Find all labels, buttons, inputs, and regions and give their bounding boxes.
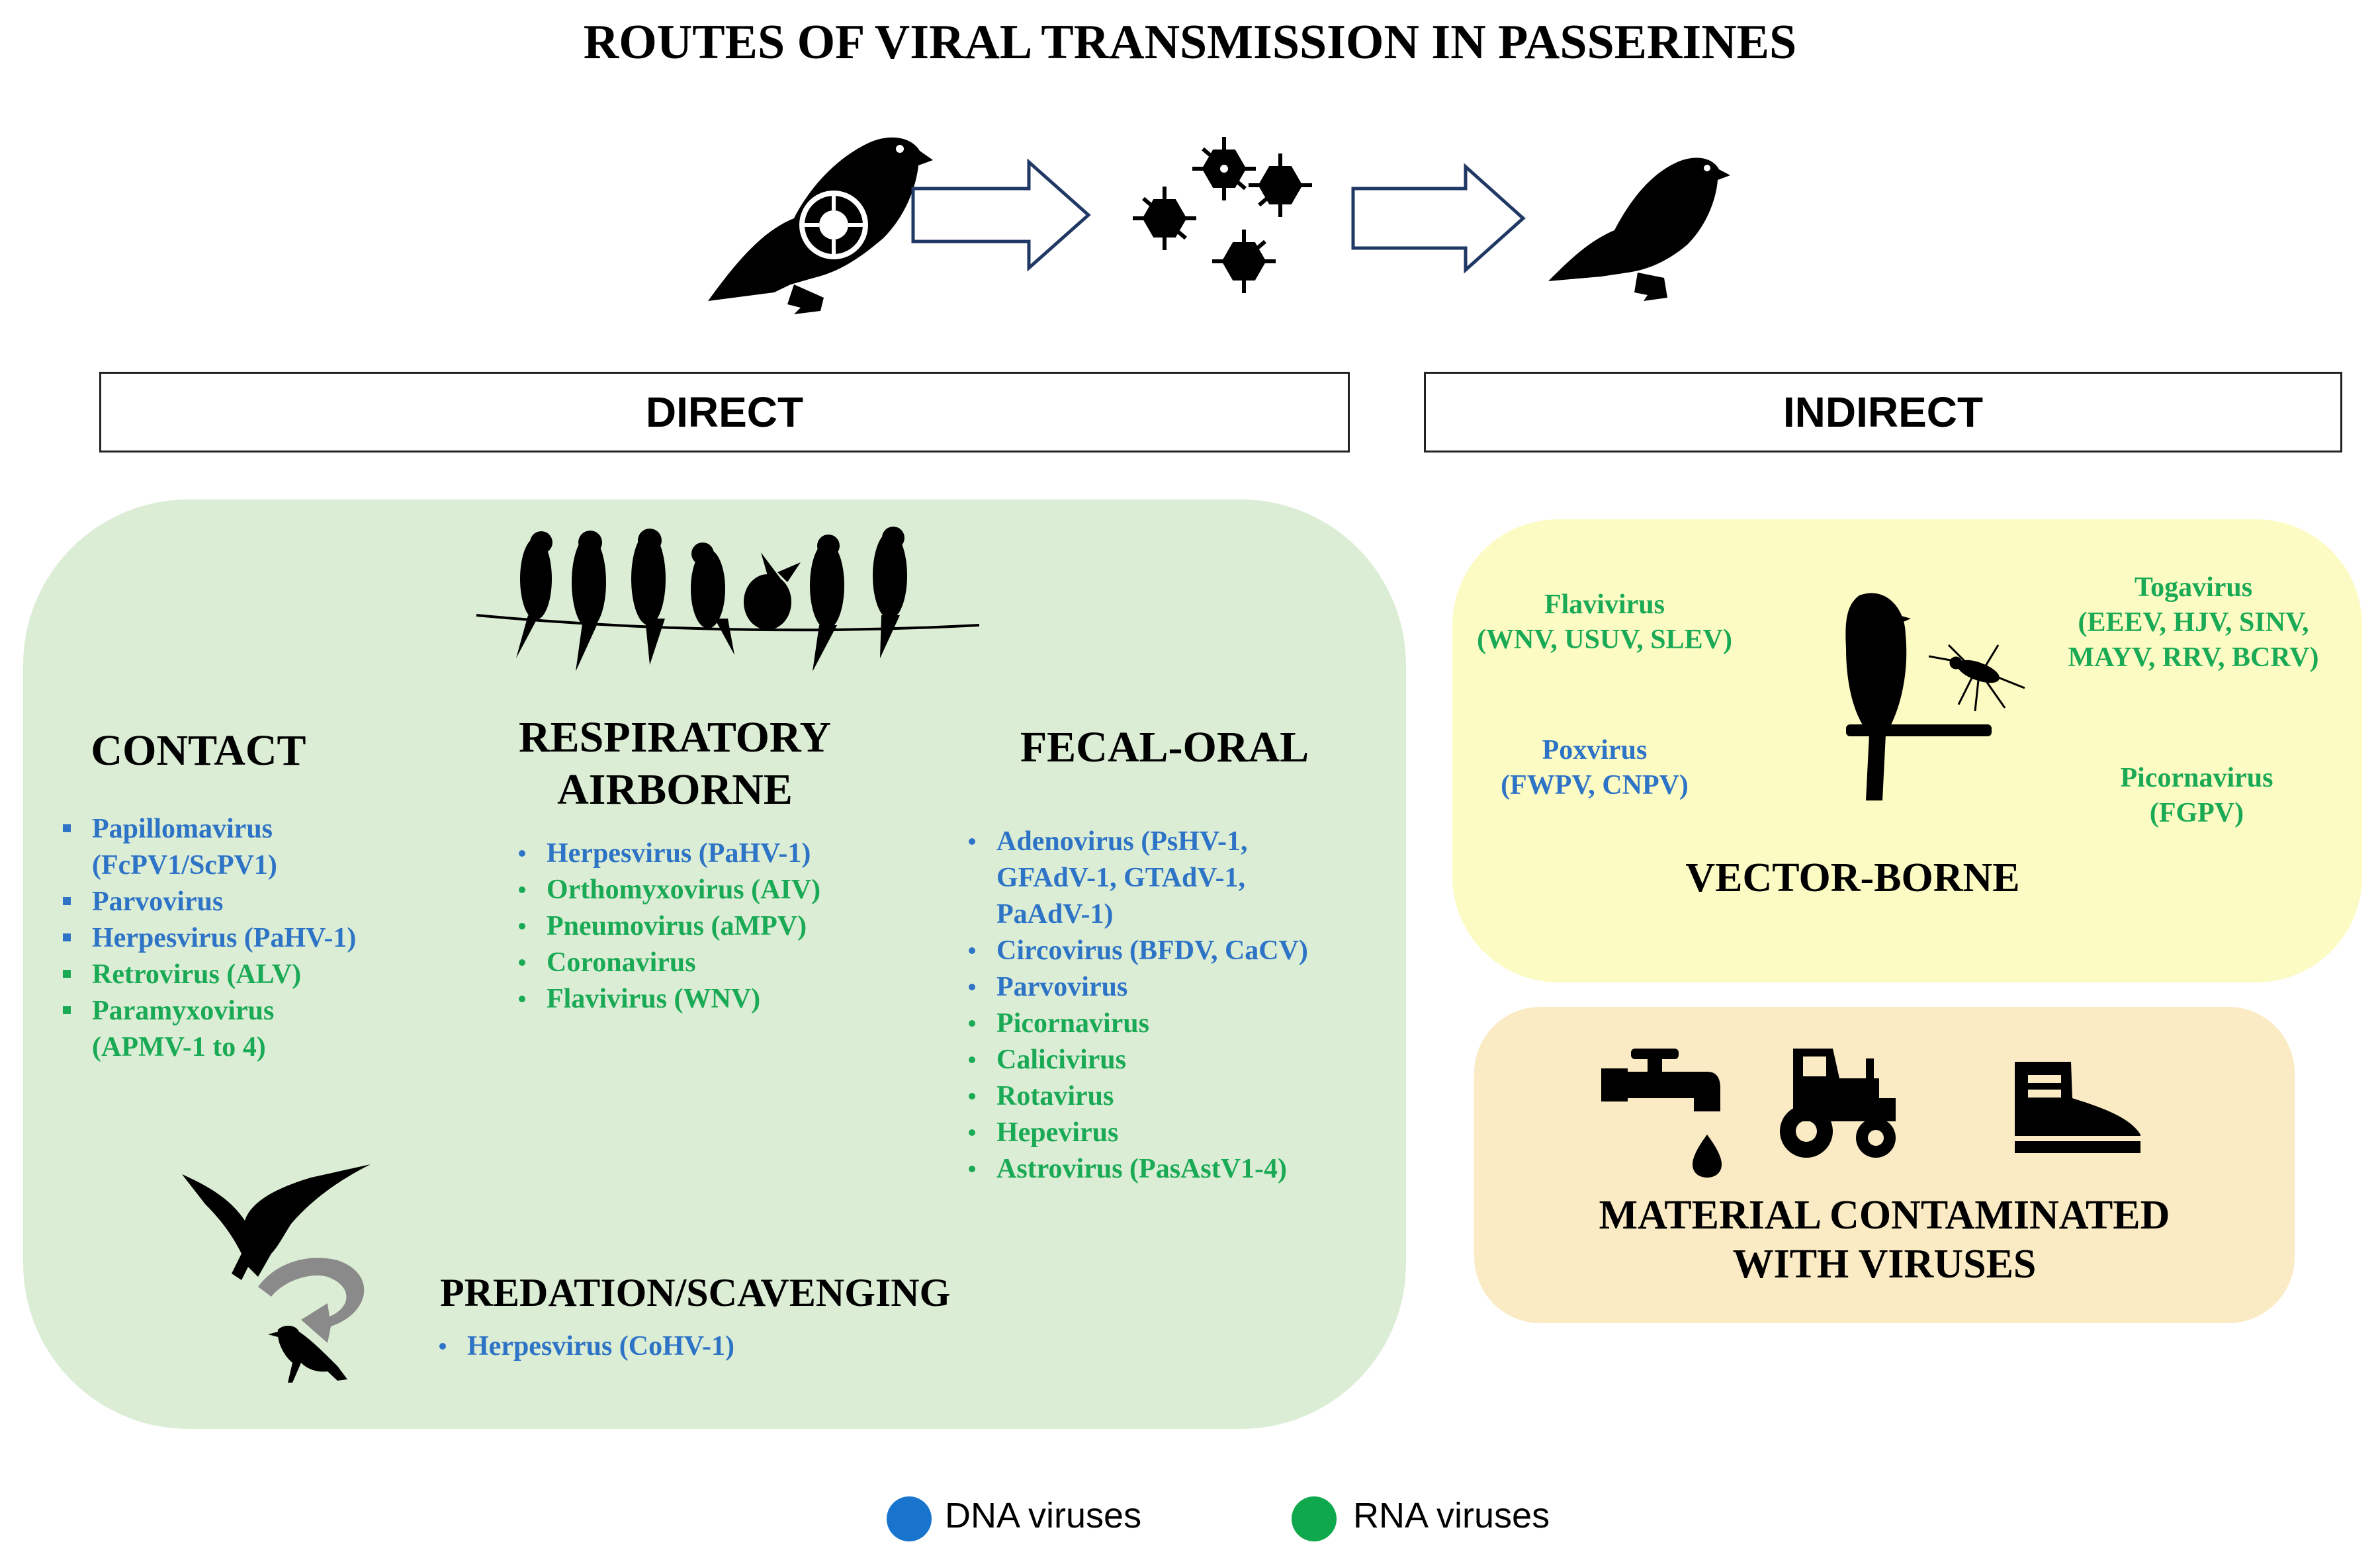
fecal-oral-list: Adenovirus (PsHV-1,GFAdV-1, GTAdV-1,PaAd…: [961, 824, 1397, 1187]
predation-title: PREDATION/SCAVENGING: [440, 1271, 951, 1315]
list-item: Adenovirus (PsHV-1,GFAdV-1, GTAdV-1,PaAd…: [961, 824, 1397, 933]
direct-panel: [23, 499, 1406, 1429]
infected-bird-icon: [708, 137, 933, 314]
direct-header: DIRECT: [99, 372, 1350, 453]
flavivirus-label: Flavivirus (WNV, USUV, SLEV): [1477, 589, 1732, 655]
birds-on-wire-icon: [476, 527, 979, 671]
bird-mosquito-illustration: [1845, 593, 2025, 800]
list-item: Paramyxovirus(APMV-1 to 4): [56, 993, 466, 1066]
list-item: Herpesvirus (PaHV-1): [56, 920, 466, 957]
list-item: Parvovirus: [961, 969, 1397, 1006]
dna-legend-label: DNA viruses: [945, 1496, 1142, 1535]
predation-list: Herpesvirus (CoHV-1): [431, 1328, 842, 1365]
page-title: ROUTES OF VIRAL TRANSMISSION IN PASSERIN…: [583, 15, 1797, 69]
contact-title: CONTACT: [91, 726, 306, 775]
indirect-header: INDIRECT: [1424, 372, 2342, 453]
tractor-icon: [1780, 1049, 1896, 1158]
list-item: Herpesvirus (PaHV-1): [511, 836, 921, 872]
contact-list: Papillomavirus(FcPV1/ScPV1) Parvovirus H…: [56, 811, 466, 1066]
boot-icon: [2015, 1062, 2140, 1153]
transmission-illustration: [708, 137, 1730, 314]
list-item: Papillomavirus(FcPV1/ScPV1): [56, 811, 466, 884]
list-item: Herpesvirus (CoHV-1): [431, 1328, 842, 1365]
rna-legend-swatch: [1292, 1496, 1337, 1541]
contaminated-material-icons: [1601, 1049, 2140, 1178]
arrow-icon: [911, 158, 1091, 272]
poxvirus-label: Poxvirus (FWPV, CNPV): [1501, 735, 1689, 800]
list-item: Calicivirus: [961, 1042, 1397, 1078]
material-title: MATERIAL CONTAMINATED WITH VIRUSES: [1599, 1193, 2170, 1287]
respiratory-list: Herpesvirus (PaHV-1) Orthomyxovirus (AIV…: [511, 836, 921, 1017]
list-item: Hepevirus: [961, 1115, 1397, 1151]
fecal-oral-title: FECAL-ORAL: [1020, 723, 1309, 771]
list-item: Parvovirus: [56, 884, 466, 920]
arrow-icon: [1351, 163, 1526, 274]
list-item: Astrovirus (PasAstV1-4): [961, 1151, 1397, 1187]
list-item: Flavivirus (WNV): [511, 981, 921, 1017]
predator-bird-icon: [182, 1164, 371, 1280]
dna-legend-swatch: [887, 1496, 932, 1541]
predation-illustration: [182, 1164, 371, 1383]
faucet-icon: [1601, 1049, 1722, 1178]
perched-bird-icon: [1845, 593, 1992, 800]
togavirus-label: Togavirus (EEEV, HJV, SINV, MAYV, RRV, B…: [2068, 572, 2319, 673]
list-item: Circovirus (BFDV, CaCV): [961, 933, 1397, 969]
rna-legend-label: RNA viruses: [1353, 1496, 1550, 1535]
vector-borne-panel: [1452, 519, 2362, 982]
material-contaminated-panel: [1474, 1007, 2295, 1323]
list-item: Picornavirus: [961, 1006, 1397, 1042]
cycle-arrow-icon: [258, 1258, 365, 1343]
list-item: Orthomyxovirus (AIV): [511, 872, 921, 908]
vector-borne-title: VECTOR-BORNE: [1685, 855, 2020, 900]
list-item: Pneumovirus (aMPV): [511, 908, 921, 945]
prey-bird-icon: [268, 1325, 347, 1383]
list-item: Rotavirus: [961, 1078, 1397, 1115]
healthy-bird-icon: [1548, 157, 1730, 301]
list-item: Coronavirus: [511, 945, 921, 981]
picornavirus-label: Picornavirus (FGPV): [2120, 763, 2273, 828]
respiratory-title: RESPIRATORY AIRBORNE: [519, 713, 831, 814]
virus-particles-icon: [1133, 137, 1312, 293]
list-item: Retrovirus (ALV): [56, 957, 466, 993]
mosquito-icon: [1928, 644, 2025, 712]
